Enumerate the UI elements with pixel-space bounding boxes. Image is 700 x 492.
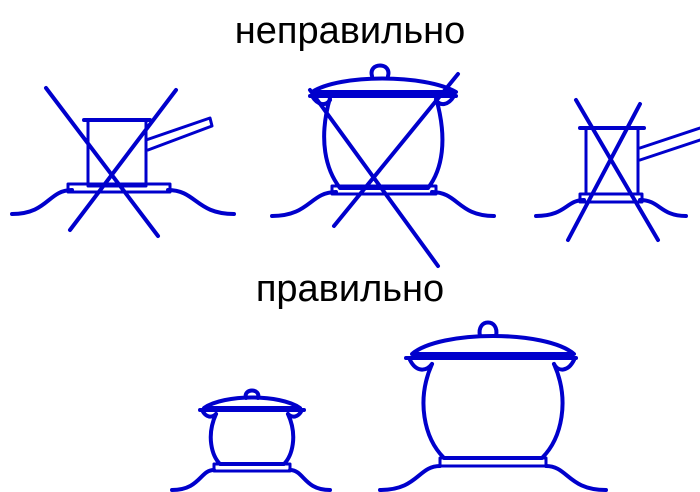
ladle-handle xyxy=(144,116,214,152)
pot-lid xyxy=(310,76,458,94)
wrong-example-pot-small-burner xyxy=(270,63,496,268)
caption-wrong: неправильно xyxy=(234,10,466,52)
pot-side-handle xyxy=(408,358,434,372)
cross-line xyxy=(566,102,642,242)
burner-base xyxy=(270,190,496,218)
cross-line xyxy=(574,98,660,242)
right-example-small-pot xyxy=(170,388,332,492)
pot-lid xyxy=(202,395,302,410)
cross-line xyxy=(44,86,160,238)
pot-side-handle xyxy=(200,408,218,419)
burner-base xyxy=(10,188,236,216)
right-example-large-pot xyxy=(378,320,608,492)
pot-body xyxy=(208,412,296,466)
cross-line xyxy=(332,72,460,228)
pot-lid-knob xyxy=(243,388,261,400)
pot-side-handle xyxy=(552,358,576,372)
pot-side-handle xyxy=(286,408,304,419)
cross-line xyxy=(68,88,178,232)
burner-base xyxy=(170,468,332,492)
pot-body xyxy=(322,96,445,190)
pot-lid-knob xyxy=(477,320,499,338)
wrong-example-ladle-large-burner xyxy=(10,86,236,238)
pot-body xyxy=(421,362,565,460)
pot-lid-knob xyxy=(369,63,391,78)
ladle-handle xyxy=(638,126,700,162)
pot-lid xyxy=(410,334,576,356)
burner-base xyxy=(378,464,608,492)
caption-right: правильно xyxy=(255,268,445,310)
wrong-example-tall-ladle-large-burner xyxy=(534,98,700,242)
